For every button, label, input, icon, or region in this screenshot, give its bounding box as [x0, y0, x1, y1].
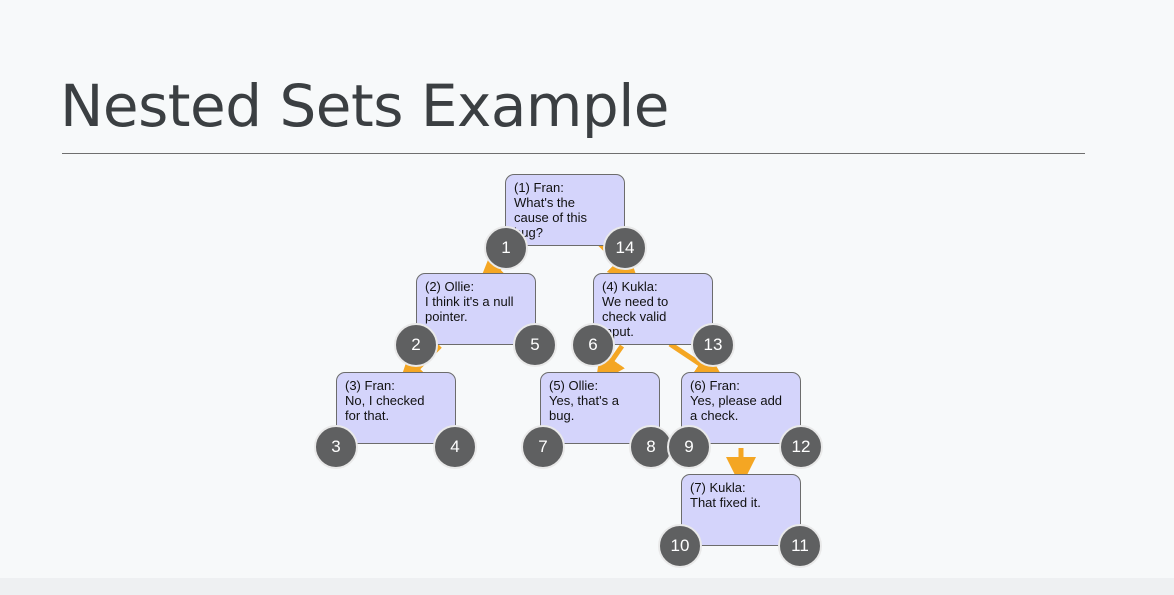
slide-title: Nested Sets Example — [60, 72, 670, 140]
left-value-circle: 3 — [314, 425, 358, 469]
arrow-4-to-6 — [668, 341, 725, 381]
node-text-line: Yes, please add — [690, 393, 783, 408]
right-value-circle: 5 — [513, 323, 557, 367]
right-value-circle: 8 — [629, 425, 673, 469]
node-text-line: bug. — [549, 408, 575, 423]
node-text-line: We need to — [602, 294, 669, 309]
node-author: (1) Fran: — [514, 180, 564, 195]
node-author: (4) Kukla: — [602, 279, 658, 294]
node-text-line: pointer. — [425, 309, 468, 324]
node-text-line: What's the — [514, 195, 576, 210]
right-value-circle: 13 — [691, 323, 735, 367]
node-text-line: input. — [602, 324, 634, 339]
node-text-line: a check. — [690, 408, 739, 423]
node-author: (2) Ollie: — [425, 279, 475, 294]
arrow-4-to-5 — [595, 344, 625, 385]
node-text-line: for that. — [345, 408, 390, 423]
left-value-circle: 9 — [667, 425, 711, 469]
bottom-band — [0, 578, 1174, 595]
right-value-circle: 11 — [778, 524, 822, 568]
tree-node-4: (4) Kukla: We need to check valid input. — [593, 273, 713, 345]
node-author: (5) Ollie: — [549, 378, 599, 393]
right-value-circle: 14 — [603, 226, 647, 270]
node-text-line: check valid — [602, 309, 667, 324]
left-value-circle: 1 — [484, 226, 528, 270]
node-author: (6) Fran: — [690, 378, 740, 393]
left-value-circle: 6 — [571, 323, 615, 367]
right-value-circle: 4 — [433, 425, 477, 469]
left-value-circle: 10 — [658, 524, 702, 568]
right-value-circle: 12 — [779, 425, 823, 469]
left-value-circle: 7 — [521, 425, 565, 469]
tree-node-3: (3) Fran: No, I checked for that. — [336, 372, 456, 444]
node-text-line: I think it's a null — [425, 294, 514, 309]
node-text-line: bug? — [514, 225, 543, 240]
title-divider — [62, 153, 1085, 154]
node-text-line: That fixed it. — [690, 495, 761, 510]
tree-node-1: (1) Fran: What's the cause of this bug? — [505, 174, 625, 246]
node-text-line: No, I checked — [345, 393, 425, 408]
node-author: (7) Kukla: — [690, 480, 746, 495]
node-author: (3) Fran: — [345, 378, 395, 393]
node-text-line: cause of this — [514, 210, 587, 225]
node-text-line: Yes, that's a — [549, 393, 619, 408]
left-value-circle: 2 — [394, 323, 438, 367]
